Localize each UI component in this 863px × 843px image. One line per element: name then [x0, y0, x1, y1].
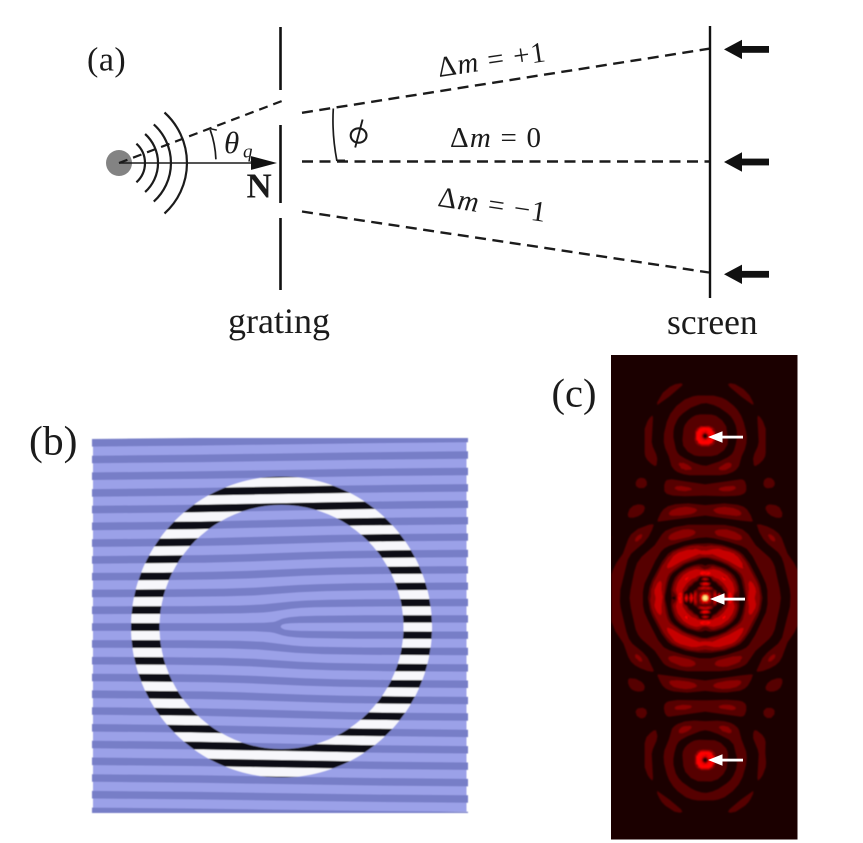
svg-text:grating: grating [228, 301, 330, 341]
svg-text:screen: screen [667, 302, 758, 342]
svg-text:(a): (a) [87, 42, 126, 79]
svg-text:Δm = 0: Δm = 0 [450, 122, 542, 154]
svg-text:N: N [247, 167, 272, 206]
svg-text:θ: θ [224, 125, 239, 160]
svg-text:(b): (b) [29, 418, 77, 465]
svg-text:(c): (c) [552, 371, 597, 416]
svg-text:q: q [243, 142, 253, 163]
svg-text:Δm = −1: Δm = −1 [436, 181, 549, 229]
